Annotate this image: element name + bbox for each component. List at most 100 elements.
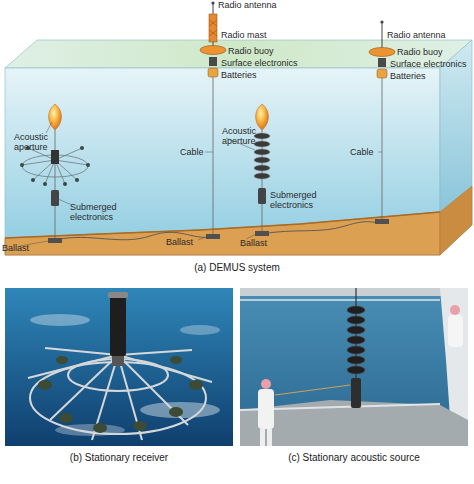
radio-buoy-part xyxy=(211,1,214,4)
crew-figure-part xyxy=(450,305,460,315)
crew-figure-part xyxy=(260,429,265,446)
source-photo-part-part xyxy=(347,336,365,344)
receiver-mooring-part-part xyxy=(80,146,84,150)
radio-buoy-part xyxy=(382,78,383,219)
radio-buoy-part xyxy=(209,14,217,42)
radio-buoy-part xyxy=(369,48,395,57)
part-label: Submerged electronics xyxy=(270,190,332,210)
receiver-mooring-part xyxy=(51,190,59,206)
radio-buoy-part xyxy=(209,20,217,26)
source-photo-part xyxy=(275,385,350,395)
leader-line-part xyxy=(264,195,266,198)
part-label: Surface electronics xyxy=(221,58,298,68)
receiver-mooring-part xyxy=(55,130,56,238)
leader-line-part xyxy=(58,199,72,205)
receiver-photo-part-part xyxy=(59,413,73,423)
receiver-mooring-part-part xyxy=(31,178,35,182)
source-mooring-part-part xyxy=(254,165,270,171)
radio-buoy-part xyxy=(209,57,217,66)
source-photo-part xyxy=(347,306,365,374)
source-photo-part xyxy=(240,299,440,301)
receiver-mooring-part-part xyxy=(43,182,47,186)
receiver-mooring-part xyxy=(48,238,62,243)
receiver-photo-part-part xyxy=(133,421,147,431)
source-mooring xyxy=(254,104,270,236)
receiver-photo-part xyxy=(108,292,128,298)
seafloor-cable-part xyxy=(262,222,382,234)
part-label: Acoustic aperture xyxy=(14,132,58,152)
receiver-photo-part xyxy=(5,288,233,446)
receiver-mooring xyxy=(20,104,90,243)
radio-buoy-part xyxy=(382,22,383,48)
part-label: Surface electronics xyxy=(390,59,467,69)
radio-buoy-part xyxy=(378,58,386,67)
radio-buoy-part xyxy=(380,20,383,23)
part-label: Radio buoy xyxy=(397,47,443,57)
source-photo-part-part xyxy=(347,316,365,324)
receiver-photo-part-part xyxy=(189,380,203,390)
part-label: Radio antenna xyxy=(387,30,446,40)
crew-figure xyxy=(258,379,274,446)
source-mooring-part-part xyxy=(254,157,270,163)
source-photo xyxy=(240,288,468,446)
part-label: Ballast xyxy=(240,238,267,248)
source-mooring-part-part xyxy=(254,149,270,155)
receiver-photo-part-part xyxy=(56,356,68,364)
receiver-mooring-part-part xyxy=(86,163,90,167)
source-photo-part xyxy=(240,288,468,296)
source-photo-part-part xyxy=(347,326,365,334)
leader-line-part xyxy=(378,152,382,153)
part-label: Radio mast xyxy=(221,30,267,40)
crew-figure-part xyxy=(258,389,274,429)
receiver-mooring-part-part xyxy=(75,178,79,182)
receiver-mooring-part-part xyxy=(63,182,67,186)
receiver-photo-part-part xyxy=(118,350,192,355)
radio-buoy-part xyxy=(375,219,389,224)
part-label: Radio antenna xyxy=(218,0,277,10)
part-label: Acoustic aperture xyxy=(222,126,266,146)
receiver-photo-part xyxy=(140,402,220,418)
crew-figure-part xyxy=(448,315,463,347)
source-mooring-part xyxy=(255,231,269,236)
receiver-photo-part xyxy=(28,348,212,440)
receiver-photo-part-part xyxy=(169,407,183,417)
radio-buoy xyxy=(369,20,395,224)
part-label: Radio buoy xyxy=(228,46,274,56)
source-photo-part-part xyxy=(347,356,365,364)
radio-buoy-part xyxy=(209,20,217,26)
figure-caption: (c) Stationary acoustic source xyxy=(240,452,468,464)
source-photo-part xyxy=(351,378,361,408)
source-photo-part-part xyxy=(347,306,365,314)
source-mooring-part-part xyxy=(254,141,270,147)
part-label: Ballast xyxy=(2,243,29,253)
receiver-mooring-part xyxy=(22,148,88,184)
radio-buoy-part xyxy=(208,68,218,77)
leader-line-part xyxy=(198,237,206,240)
leader-line-part xyxy=(46,122,52,133)
ocean-box xyxy=(5,40,472,255)
ocean-box-part xyxy=(440,40,472,255)
part-label: Submerged electronics xyxy=(70,202,132,222)
radio-buoy-part xyxy=(206,234,220,239)
source-mooring-part-part xyxy=(254,133,270,139)
part-label: Ballast xyxy=(166,237,193,247)
receiver-mooring-part xyxy=(51,150,59,164)
leader-line-part xyxy=(205,152,213,153)
part-label: Batteries xyxy=(221,70,257,80)
part-label: Batteries xyxy=(390,71,426,81)
ocean-box-part xyxy=(5,68,440,255)
receiver-mooring-part xyxy=(49,104,62,130)
radio-buoy-part xyxy=(200,46,226,55)
receiver-mooring-part xyxy=(20,146,90,186)
source-mooring-part xyxy=(254,133,270,179)
receiver-photo-part-part xyxy=(170,356,182,364)
radio-buoy-part xyxy=(213,77,214,234)
figure-caption: (b) Stationary receiver xyxy=(5,452,233,464)
source-photo-part xyxy=(240,288,468,446)
receiver-photo-part-part xyxy=(30,362,206,434)
receiver-photo-part xyxy=(38,356,203,433)
figure-caption: (a) DEMUS system xyxy=(137,262,337,274)
receiver-photo xyxy=(5,288,233,446)
